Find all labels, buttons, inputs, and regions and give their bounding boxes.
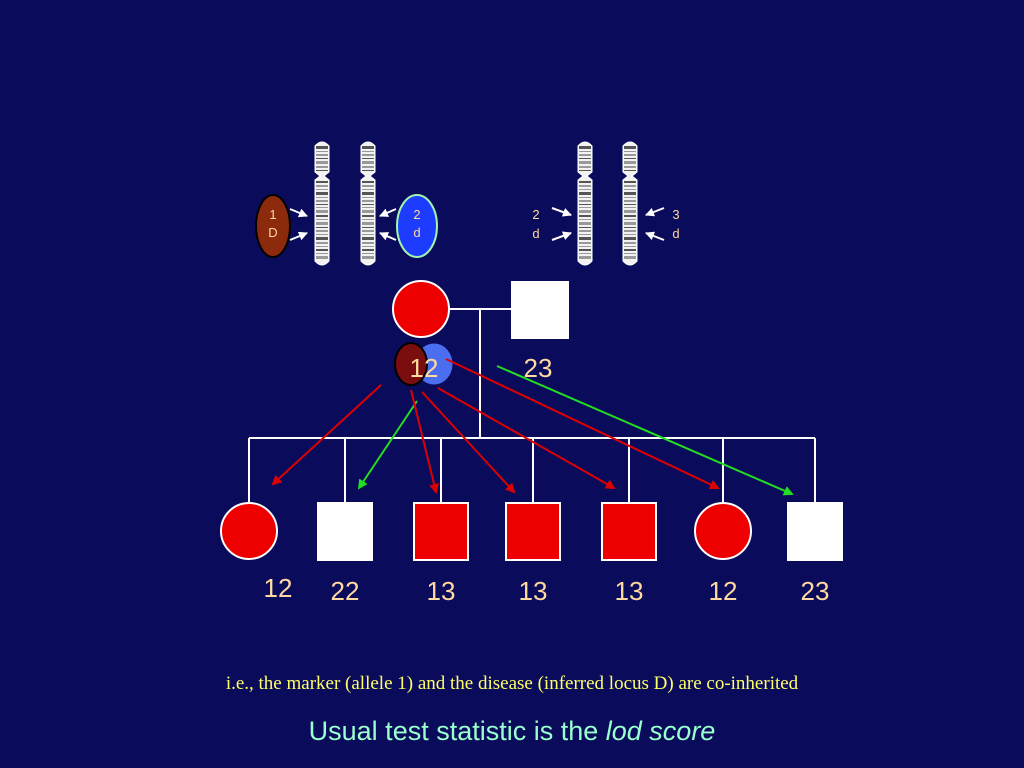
father-right-allele-line2: d <box>672 226 679 241</box>
father-left-allele-line2: d <box>532 226 539 241</box>
child-2-genotype: 22 <box>331 576 360 606</box>
inheritance-arrows <box>271 358 794 496</box>
mother-genotype: 12 <box>410 353 439 383</box>
mother-symbol <box>392 280 450 338</box>
allele-d-oval <box>396 194 438 258</box>
pointer-arrow <box>289 231 308 241</box>
chromosome <box>622 141 638 266</box>
allele-d-oval-line2: d <box>413 225 420 240</box>
chromosome <box>360 141 376 266</box>
subtitle: Usual test statistic is the lod score <box>0 716 1024 747</box>
inheritance-arrow-red <box>445 358 720 490</box>
child-5-male-symbol <box>601 502 657 561</box>
caption: i.e., the marker (allele 1) and the dise… <box>225 673 799 694</box>
pedigree-lines <box>248 308 816 503</box>
inheritance-arrow-red <box>437 387 616 489</box>
child-1-genotype: 12 <box>264 573 293 603</box>
children: 12 22 13 13 13 12 23 <box>220 502 843 606</box>
inheritance-arrow-red <box>271 384 382 486</box>
inheritance-arrow-red <box>421 391 516 494</box>
child-4-male-symbol <box>505 502 561 561</box>
child-1-female-symbol <box>220 502 278 560</box>
child-7-genotype: 23 <box>801 576 830 606</box>
father-right-allele-line1: 3 <box>672 207 679 222</box>
child-7-male-symbol <box>787 502 843 561</box>
allele-D-oval <box>255 194 291 258</box>
chromosome-diagrams <box>314 141 638 266</box>
chromosome <box>314 141 330 266</box>
father-chromosome-alleles: 2 d 3 d <box>532 207 679 241</box>
child-2-male-symbol <box>317 502 373 561</box>
mother-chromosome-alleles: 1 D 2 d <box>255 194 438 258</box>
pointer-arrow <box>379 232 397 241</box>
allele-D-oval-line2: D <box>268 225 277 240</box>
father-symbol <box>511 281 569 339</box>
inheritance-arrow-red <box>410 389 439 494</box>
inheritance-arrow-green <box>496 365 794 496</box>
pointer-arrow <box>551 207 572 217</box>
child-3-male-symbol <box>413 502 469 561</box>
subtitle-emphasis: lod score <box>605 716 716 746</box>
subtitle-main: Usual test statistic is the <box>308 716 606 746</box>
allele-D-oval-line1: 1 <box>269 207 276 222</box>
pointer-arrow <box>645 207 665 217</box>
inheritance-arrow-green <box>357 400 418 490</box>
chromosome <box>577 141 593 266</box>
parents: 12 23 <box>392 280 569 386</box>
allele-d-oval-line1: 2 <box>413 207 420 222</box>
child-5-genotype: 13 <box>615 576 644 606</box>
father-left-allele-line1: 2 <box>532 207 539 222</box>
pointer-arrow <box>645 231 665 241</box>
child-6-genotype: 12 <box>709 576 738 606</box>
pointer-arrow <box>289 208 308 218</box>
father-genotype: 23 <box>524 353 553 383</box>
pointer-arrow <box>379 208 397 217</box>
mother-marker-oval-red <box>394 342 428 386</box>
pointer-arrow <box>551 231 572 241</box>
child-6-female-symbol <box>694 502 752 560</box>
child-3-genotype: 13 <box>427 576 456 606</box>
child-4-genotype: 13 <box>519 576 548 606</box>
